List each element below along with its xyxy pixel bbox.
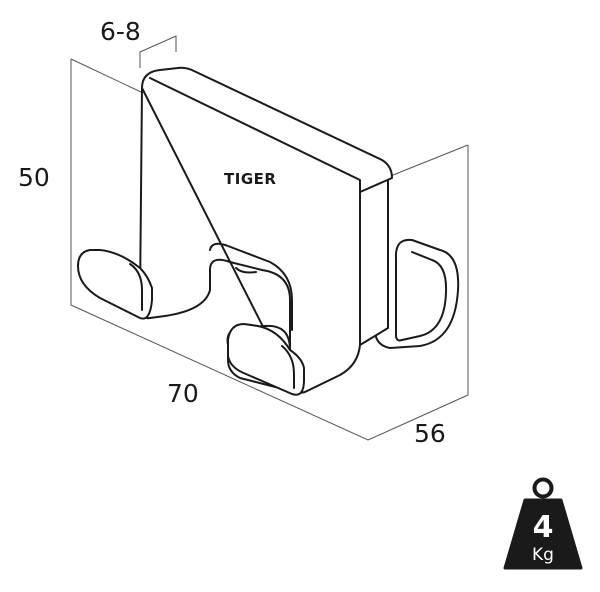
weight-value: 4 <box>533 510 554 545</box>
dimension-height: 50 <box>18 163 50 192</box>
back-hook <box>374 189 460 349</box>
brand-logo: TIGER <box>224 170 276 188</box>
center-slot <box>209 242 293 331</box>
side-plate <box>359 173 389 346</box>
center-slot-notch <box>235 267 257 274</box>
weight-unit: Kg <box>532 545 554 565</box>
thickness-bracket <box>139 35 177 68</box>
dimension-depth: 56 <box>414 419 446 448</box>
dimension-width: 70 <box>167 379 199 408</box>
weight-badge: 4 Kg <box>503 477 583 570</box>
right-hook <box>227 323 305 396</box>
plate-top-edge <box>149 77 361 193</box>
left-hook-inner <box>129 263 143 311</box>
right-hook-inner <box>281 345 295 389</box>
weight-icon <box>503 477 583 570</box>
dimension-door-thickness: 6-8 <box>100 17 141 46</box>
bounding-box <box>70 58 469 441</box>
